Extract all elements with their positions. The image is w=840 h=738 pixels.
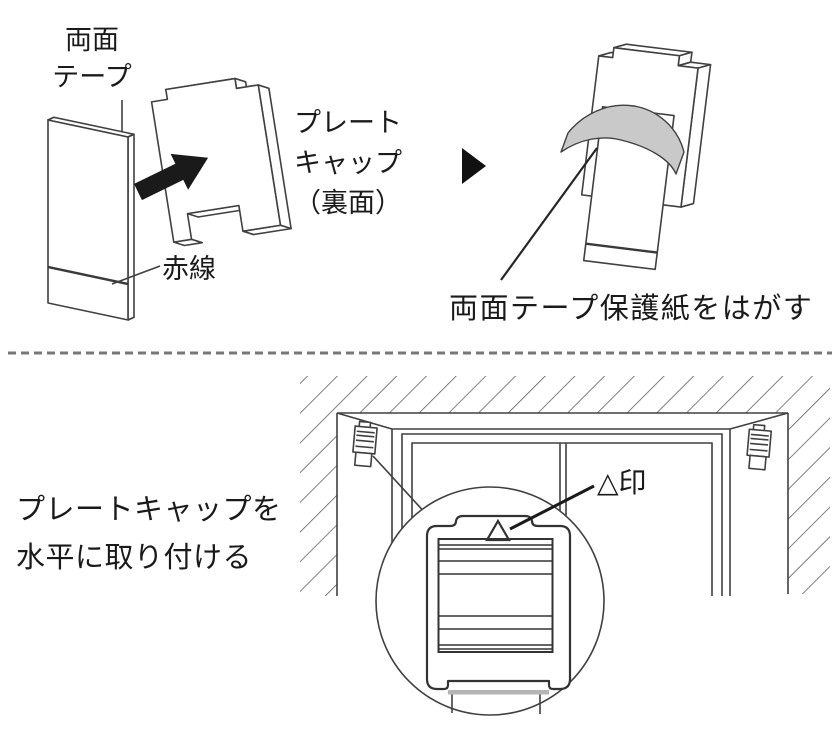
protective-paper-curl	[560, 104, 685, 175]
plate-cap-right-small	[746, 423, 773, 471]
red-line-label: 赤線	[162, 254, 216, 285]
tape-label: 両面 テープ	[52, 25, 132, 94]
magnifier-leader-line	[372, 455, 429, 517]
window-installation-illustration	[300, 376, 830, 716]
cap-shadow	[448, 690, 549, 695]
window-frame	[336, 412, 789, 596]
peel-instruction-label: 両面テープ保護紙をはがす	[449, 291, 814, 325]
peel-tape-illustration	[47, 43, 712, 321]
next-step-arrow-icon	[462, 148, 486, 184]
section-divider	[8, 351, 832, 355]
triangle-mark-leader	[509, 484, 595, 531]
triangle-mark-label: △印	[597, 466, 647, 499]
red-line-leader	[111, 265, 161, 285]
tape-plate	[47, 116, 135, 321]
plate-cap-back	[150, 77, 292, 247]
plate-cap-label: プレート キャップ （裏面）	[294, 108, 402, 219]
attach-instruction-label: プレートキャップを 水平に取り付ける	[16, 492, 282, 574]
red-line	[48, 265, 128, 286]
plate-cap-left-small	[352, 420, 378, 468]
attach-arrow-icon	[134, 153, 209, 201]
plate-cap-with-tape	[580, 43, 712, 271]
peel-leader-line	[500, 147, 598, 281]
wall-hatching	[300, 376, 830, 596]
magnified-plate-cap	[425, 514, 572, 714]
